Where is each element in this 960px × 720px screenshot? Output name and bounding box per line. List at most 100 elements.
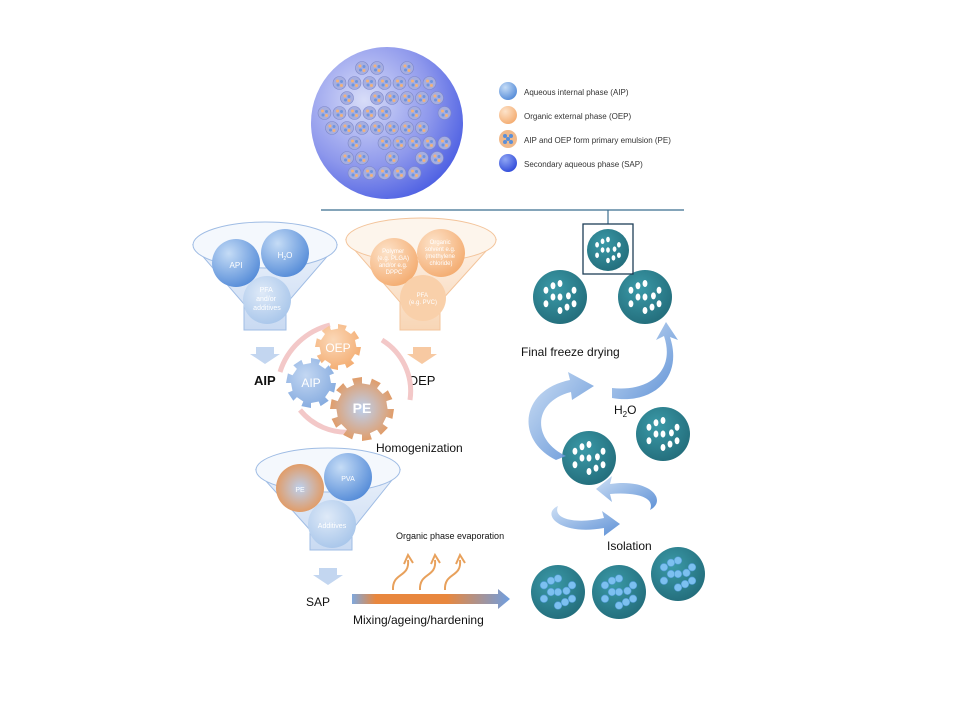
pe-droplet xyxy=(392,166,407,180)
sap-additives-circle xyxy=(308,500,356,548)
pe-droplet xyxy=(340,151,354,165)
porous-microsphere xyxy=(587,229,629,271)
pe-droplet xyxy=(422,136,437,150)
oep-gear xyxy=(315,324,361,370)
pe-droplet xyxy=(422,76,437,90)
pe-droplet xyxy=(437,106,452,120)
pfa-additives-circle xyxy=(243,276,291,324)
pe-droplet xyxy=(392,136,407,150)
pe-droplet xyxy=(385,91,399,105)
pe-droplet xyxy=(407,76,422,90)
aip-funnel: API H2O PFA and/or additives AIP xyxy=(191,221,339,388)
pe-droplet xyxy=(377,76,392,90)
isolation-arrow-left xyxy=(551,506,620,536)
legend-aip-swatch xyxy=(499,82,517,100)
mixing-bar xyxy=(352,589,510,609)
homogenization-gears: OEP AIP PE Homogenization xyxy=(277,322,463,455)
api-label: API xyxy=(230,261,243,270)
porous-microsphere xyxy=(562,431,616,485)
aip-output-label: AIP xyxy=(254,373,276,388)
pe-droplet xyxy=(415,151,429,165)
oep-funnel: Polymer (e.g. PLGA) and/or e.g. DPPC Org… xyxy=(344,217,498,388)
pe-droplet xyxy=(340,91,354,105)
isolation-label: Isolation xyxy=(607,539,652,553)
pva-label: PVA xyxy=(341,476,355,483)
polymer-label: Polymer (e.g. PLGA) and/or e.g. DPPC xyxy=(377,249,410,276)
pe-droplet xyxy=(362,166,377,180)
evaporation-label: Organic phase evaporation xyxy=(396,531,504,541)
legend-sap-swatch xyxy=(499,154,517,172)
pe-droplet xyxy=(377,136,392,150)
pfa-additives-label: PFA and/or additives xyxy=(253,287,281,312)
pe-droplet xyxy=(415,121,429,135)
pe-droplet xyxy=(347,106,362,120)
porous-microsphere xyxy=(618,270,672,324)
pe-droplet xyxy=(430,91,444,105)
pe-droplet xyxy=(347,136,362,150)
legend-sap-label: Secondary aqueous phase (SAP) xyxy=(524,160,643,169)
pe-droplet xyxy=(400,121,414,135)
zoom-highlight-box xyxy=(582,223,634,275)
sap-output-label: SAP xyxy=(306,595,330,609)
organic-solvent-circle xyxy=(417,229,465,277)
primary-emulsion-droplets xyxy=(317,61,452,180)
porous-microsphere xyxy=(636,407,690,461)
oep-pfa-label: PFA (e.g. PVC) xyxy=(409,293,437,306)
legend: Aqueous internal phase (AIP) Organic ext… xyxy=(499,82,671,172)
pe-droplet xyxy=(430,151,444,165)
loaded-microsphere xyxy=(531,565,585,619)
h2o-wash-arrow xyxy=(528,372,594,460)
legend-oep-swatch xyxy=(499,106,517,124)
legend-oep-label: Organic external phase (OEP) xyxy=(524,112,631,121)
freeze-drying-arrow xyxy=(612,322,678,400)
loaded-microsphere xyxy=(592,565,646,619)
homogenization-label: Homogenization xyxy=(376,441,463,455)
pe-droplet xyxy=(347,166,362,180)
polymer-circle xyxy=(370,238,418,286)
pe-droplet xyxy=(400,61,414,75)
pe-droplet xyxy=(362,76,377,90)
water-label: H2O xyxy=(614,403,636,419)
pe-droplet xyxy=(400,91,414,105)
h2o-circle xyxy=(261,229,309,277)
sap-funnel: PE PVA Additives SAP xyxy=(254,447,402,609)
freeze-drying-label: Final freeze drying xyxy=(521,345,620,359)
pe-droplet xyxy=(407,166,422,180)
pe-droplet xyxy=(370,121,384,135)
legend-aip-label: Aqueous internal phase (AIP) xyxy=(524,88,629,97)
pe-droplet xyxy=(317,106,332,120)
isolation-arrow-right xyxy=(596,476,657,510)
pe-gear-label: PE xyxy=(353,400,372,416)
aip-gear xyxy=(286,358,336,408)
pe-droplet xyxy=(355,121,369,135)
pva-circle xyxy=(324,453,372,501)
pe-droplet xyxy=(370,91,384,105)
api-circle xyxy=(212,239,260,287)
pe-droplet xyxy=(415,91,429,105)
pe-circle xyxy=(276,464,324,512)
legend-pe-swatch xyxy=(499,130,517,148)
pe-droplet xyxy=(392,76,407,90)
loaded-microsphere xyxy=(651,547,705,601)
h2o-label: H2O xyxy=(278,251,293,262)
pe-droplet xyxy=(362,106,377,120)
pe-droplet xyxy=(385,151,399,165)
legend-pe-label: AIP and OEP form primary emulsion (PE) xyxy=(524,136,671,145)
particles xyxy=(531,229,705,619)
pe-droplet xyxy=(355,151,369,165)
pe-droplet xyxy=(370,61,384,75)
pe-droplet xyxy=(355,61,369,75)
evaporation-arrows xyxy=(391,552,466,591)
pe-gear xyxy=(330,377,394,441)
pe-droplet xyxy=(347,76,362,90)
pe-droplet xyxy=(385,121,399,135)
organic-solvent-label: Organic solvent e.g. (methylene chloride… xyxy=(425,240,457,267)
mixing-label: Mixing/ageing/hardening xyxy=(353,613,484,627)
oep-pfa-circle xyxy=(400,275,446,321)
porous-microsphere xyxy=(533,270,587,324)
oep-output-label: OEP xyxy=(408,373,435,388)
sap-additives-label: Additives xyxy=(318,523,347,530)
pe-droplet xyxy=(332,106,347,120)
pe-droplet xyxy=(377,106,392,120)
